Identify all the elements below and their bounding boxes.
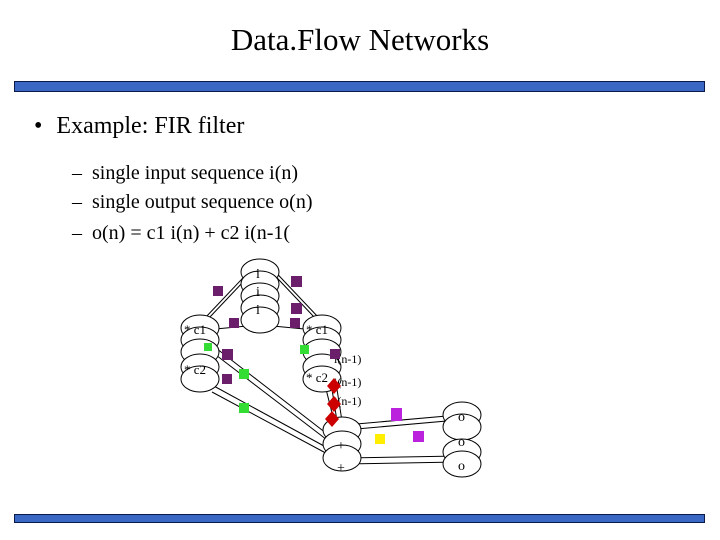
token <box>239 403 249 413</box>
token <box>213 286 223 296</box>
edges <box>204 261 459 465</box>
sub-bullet-text: single output sequence o(n) <box>92 191 313 213</box>
tokens <box>204 276 424 444</box>
token <box>413 431 424 442</box>
token <box>291 303 302 314</box>
slide-title: Data.Flow Networks <box>230 22 490 57</box>
delay-value-label: i(n-1) <box>334 375 361 389</box>
token <box>239 369 249 379</box>
token <box>229 318 239 328</box>
delay-value-label: i(n-1) <box>334 352 361 366</box>
token <box>222 374 232 384</box>
bullet-marker: • <box>34 113 43 139</box>
token <box>327 378 341 394</box>
input-node-label: i <box>256 285 260 300</box>
token <box>222 349 233 360</box>
output-label: o <box>458 459 465 474</box>
multiplier-c2-right-label: * c2 <box>306 370 328 385</box>
token <box>330 349 340 359</box>
input-node-label: i <box>256 267 260 282</box>
main-bullet: • Example: FIR filter <box>34 113 244 140</box>
sub-bullet-text: o(n) = c1 i(n) + c2 i(n-1( <box>92 222 291 244</box>
adder-node <box>322 416 362 472</box>
adder-label: + <box>337 439 345 454</box>
sub-bullet-1: – single input sequence i(n) <box>72 162 298 185</box>
output-node <box>442 401 482 478</box>
token <box>391 408 402 421</box>
adder-label: + <box>337 461 345 476</box>
token <box>325 411 339 427</box>
token <box>327 396 341 412</box>
title-divider-top <box>14 81 705 92</box>
delay-value-label: i(n-1) <box>334 394 361 408</box>
footer-divider <box>14 514 705 523</box>
token <box>300 345 309 354</box>
token <box>290 318 300 328</box>
token <box>375 434 385 444</box>
dash-marker: – <box>72 222 82 244</box>
multiplier-c2-label: * c2 <box>184 362 206 377</box>
output-label: o <box>458 410 465 425</box>
dash-marker: – <box>72 162 82 184</box>
input-node <box>240 258 280 334</box>
token <box>204 343 212 351</box>
sub-bullet-3: – o(n) = c1 i(n) + c2 i(n-1( <box>72 222 290 245</box>
multiplier-c2-node <box>180 353 220 393</box>
main-bullet-text: Example: FIR filter <box>56 113 245 139</box>
input-node-label: i <box>256 303 260 318</box>
output-label: o <box>458 435 465 450</box>
dash-marker: – <box>72 191 82 213</box>
sub-bullet-text: single input sequence i(n) <box>92 162 299 184</box>
multiplier-c1-right-label: * c1 <box>306 322 328 337</box>
token <box>291 276 302 287</box>
multiplier-c1-label: * c1 <box>184 322 206 337</box>
sub-bullet-2: – single output sequence o(n) <box>72 191 313 214</box>
